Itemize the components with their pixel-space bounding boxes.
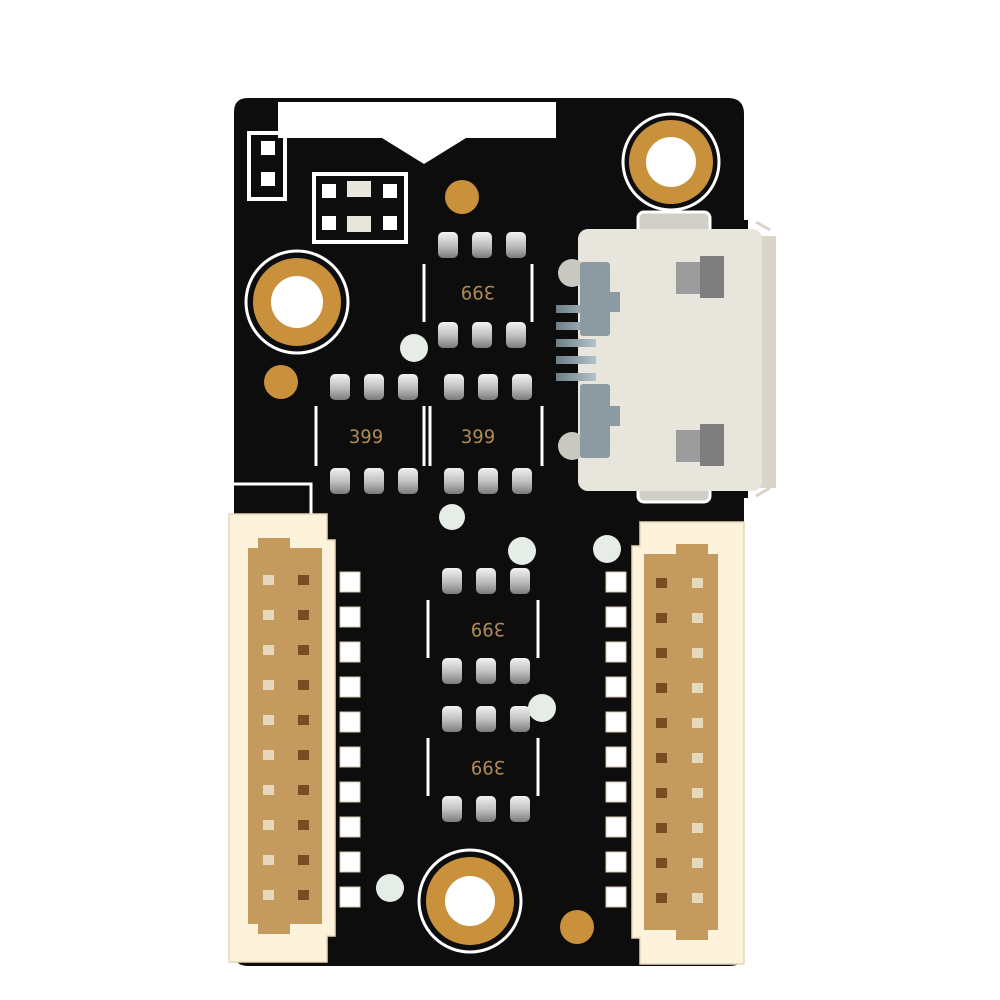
mounting-hole-icon xyxy=(244,249,350,355)
silkscreen-trace xyxy=(234,482,313,522)
chip-marking: 399 xyxy=(461,426,495,448)
jumper-pad xyxy=(347,181,371,197)
ic-chip-icon: 399 xyxy=(426,706,540,822)
chip-marking: 399 xyxy=(471,618,505,640)
jumper-gap xyxy=(351,198,367,216)
jumper-pad xyxy=(322,216,336,230)
chip-marking: 399 xyxy=(461,281,495,303)
header-outline-2pin xyxy=(247,131,287,201)
header-pin xyxy=(261,172,275,186)
fiducial-mark xyxy=(400,334,428,362)
copper-via xyxy=(264,365,298,399)
ic-chip-icon: 399 xyxy=(426,568,540,684)
fiducial-mark xyxy=(439,504,465,530)
silkscreen-label-area xyxy=(278,102,556,164)
copper-via xyxy=(560,910,594,944)
jumper-outline-6pin xyxy=(312,172,408,244)
jumper-pad xyxy=(383,216,397,230)
ic-chip-icon: 399 xyxy=(314,374,426,494)
jst-connector-icon xyxy=(228,513,361,963)
copper-via xyxy=(445,180,479,214)
jst-connector-icon xyxy=(605,521,745,965)
mounting-hole-icon xyxy=(621,112,721,212)
header-pin xyxy=(261,141,275,155)
fiducial-mark xyxy=(376,874,404,902)
chip-marking: 399 xyxy=(471,756,505,778)
usb-connector-icon xyxy=(556,210,776,504)
ic-chip-icon: 399 xyxy=(428,374,544,494)
jumper-pad xyxy=(383,184,397,198)
chip-marking: 399 xyxy=(349,426,383,448)
fiducial-mark xyxy=(593,535,621,563)
fiducial-mark xyxy=(508,537,536,565)
jumper-pad xyxy=(322,184,336,198)
jumper-pad xyxy=(347,216,371,232)
mounting-hole-icon xyxy=(417,848,523,954)
ic-chip-icon: 399 xyxy=(422,232,534,348)
fiducial-mark xyxy=(528,694,556,722)
